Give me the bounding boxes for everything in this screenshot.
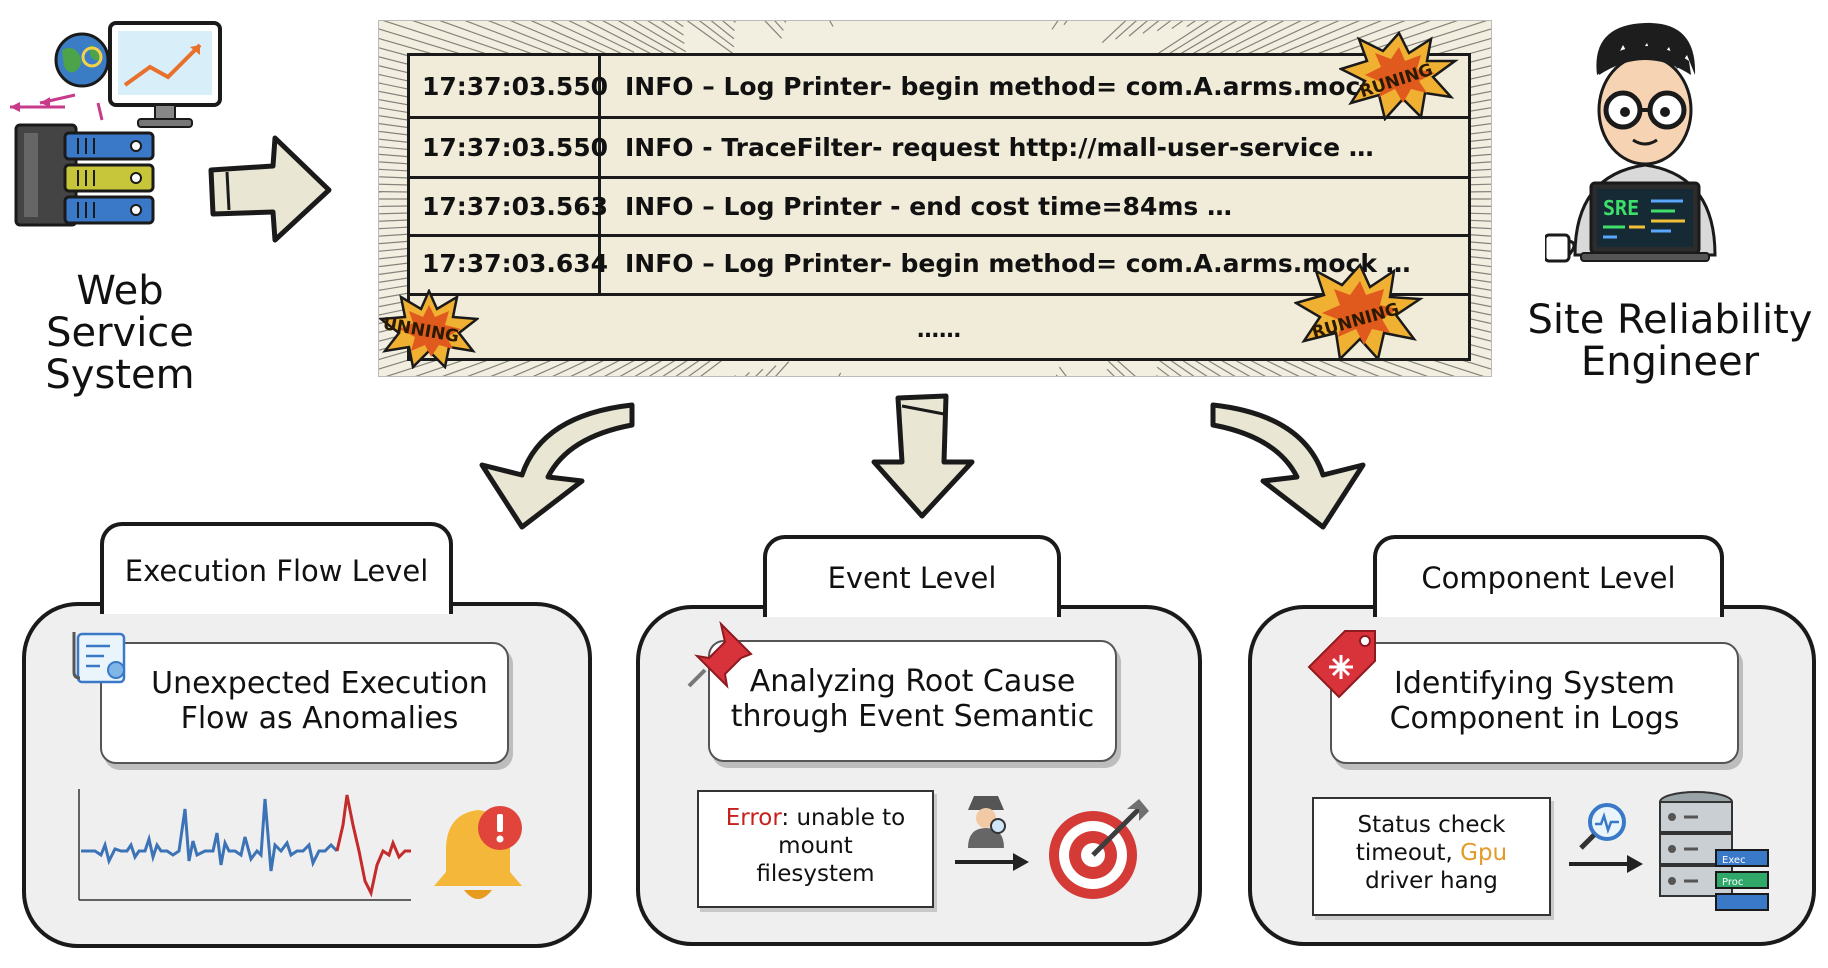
target-icon: [1049, 799, 1149, 899]
monitor-icon: [108, 21, 222, 128]
speed-line: [585, 21, 694, 76]
card-line1: Analyzing Root Cause: [749, 664, 1076, 699]
component-level-card: Identifying System Component in Logs: [1330, 642, 1739, 764]
speed-line: [1171, 21, 1184, 30]
event-level-tab: Event Level: [763, 535, 1061, 617]
server-label-exec: Exec: [1722, 855, 1746, 866]
tag-icon: [1307, 630, 1376, 699]
speed-line: [1205, 21, 1268, 55]
running-burst-icon: RUNING: [1339, 31, 1459, 121]
speed-line: [1147, 21, 1210, 61]
speed-line: [1156, 350, 1195, 376]
running-burst-icon: RUNNING: [1294, 262, 1424, 361]
log-table: 17:37:03.550 INFO – Log Printer- begin m…: [407, 53, 1471, 361]
speed-line: [688, 347, 728, 376]
server-rack-icon: [14, 123, 155, 227]
web-service-label: Web Service System: [0, 270, 240, 396]
speed-line: [1055, 374, 1058, 376]
card-line2: Component in Logs: [1389, 701, 1680, 736]
card-line2: through Event Semantic: [730, 699, 1095, 734]
log-message: INFO – Log Printer - end cost time=84ms …: [625, 192, 1232, 221]
log-time: 17:37:03.550: [422, 133, 609, 162]
card-line1: Identifying System: [1393, 666, 1676, 701]
card-line1: Unexpected Execution: [151, 666, 488, 701]
arrow-icon: [955, 853, 1029, 871]
sre-label-line2: Engineer: [1580, 339, 1760, 385]
down-arrow-icon: [871, 393, 975, 519]
speed-line: [568, 21, 635, 53]
log-message: INFO - TraceFilter- request http://mall-…: [625, 133, 1374, 162]
log-message: INFO – Log Printer- begin method= com.A.…: [625, 72, 1411, 101]
event-level-card: Analyzing Root Cause through Event Seman…: [708, 640, 1117, 762]
speed-line: [838, 372, 842, 376]
speed-line: [602, 21, 691, 69]
component-level-tab-label: Component Level: [1421, 561, 1676, 595]
web-service-illustration: [10, 15, 225, 230]
speed-line: [647, 21, 685, 44]
log-time: 17:37:03.550: [422, 72, 609, 101]
pushpin-icon: [687, 620, 753, 689]
sre-engineer-illustration: SRE: [1545, 22, 1717, 263]
component-log-note: Status check timeout, Gpu driver hang: [1312, 797, 1551, 916]
card-line2: Flow as Anomalies: [180, 701, 459, 736]
note-text: timeout,: [1355, 840, 1461, 866]
note-line1: Status check: [1357, 812, 1506, 838]
note-line3: filesystem: [756, 861, 875, 887]
running-burst-icon: UNNING: [379, 289, 479, 369]
laptop-screen-text: SRE: [1603, 196, 1639, 220]
log-message: INFO – Log Printer- begin method= com.A.…: [625, 249, 1411, 278]
speed-line: [765, 365, 777, 376]
web-service-label-line2: System: [45, 352, 195, 398]
server-stack-icon: Exec Proc: [1659, 791, 1769, 911]
gpu-keyword: Gpu: [1460, 840, 1508, 866]
note-text: : unable to: [781, 805, 906, 831]
speed-line: [1207, 351, 1251, 376]
log-ellipsis: ……: [917, 318, 961, 343]
speed-line: [1155, 342, 1208, 376]
speed-line: [1175, 21, 1238, 57]
arrow-icon: [1569, 855, 1643, 873]
speed-line: [675, 350, 714, 376]
speed-line: [1190, 21, 1253, 56]
log-row: 17:37:03.550 INFO – Log Printer- begin m…: [410, 56, 1468, 119]
certificate-icon: [72, 632, 126, 684]
execution-flow-tab-label: Execution Flow Level: [124, 554, 429, 588]
log-row: 17:37:03.550 INFO - TraceFilter- request…: [410, 119, 1468, 179]
log-row: 17:37:03.634 INFO – Log Printer- begin m…: [410, 237, 1468, 296]
down-left-arrow-icon: [479, 402, 635, 530]
note-line3: driver hang: [1365, 868, 1498, 894]
speed-line: [549, 21, 638, 62]
speed-line: [1235, 21, 1302, 53]
speed-line: [530, 21, 641, 70]
speed-line: [686, 21, 735, 56]
speed-line: [617, 21, 689, 61]
error-log-note: Error: unable to mount filesystem: [697, 790, 934, 908]
log-time: 17:37:03.563: [422, 192, 609, 221]
sre-label-line1: Site Reliability: [1527, 297, 1813, 343]
event-level-tab-label: Event Level: [827, 561, 997, 595]
speed-line: [1205, 343, 1266, 376]
error-keyword: Error: [725, 805, 782, 831]
alert-bell-icon: [434, 806, 522, 899]
component-level-tab: Component Level: [1373, 535, 1724, 617]
magnifier-icon: [1579, 803, 1626, 850]
down-right-arrow-icon: [1210, 402, 1366, 530]
speed-line: [1220, 21, 1285, 54]
right-arrow-icon: [208, 135, 332, 243]
log-window: 17:37:03.550 INFO – Log Printer- begin m…: [378, 20, 1492, 377]
speed-line: [1161, 21, 1223, 59]
sre-label: Site Reliability Engineer: [1520, 299, 1820, 383]
waveform-chart: [78, 789, 411, 901]
execution-flow-tab: Execution Flow Level: [100, 522, 453, 614]
server-label-proc: Proc: [1722, 877, 1743, 888]
detective-icon: [968, 796, 1006, 848]
execution-flow-card: Unexpected Execution Flow as Anomalies: [100, 642, 509, 764]
globe-icon: [54, 32, 110, 88]
note-line2: mount: [778, 833, 853, 859]
speed-line: [632, 21, 687, 53]
log-row: 17:37:03.563 INFO – Log Printer - end co…: [410, 179, 1468, 237]
web-service-label-line1: Web Service: [46, 268, 194, 356]
log-time: 17:37:03.634: [422, 249, 609, 278]
speed-line: [700, 345, 742, 376]
